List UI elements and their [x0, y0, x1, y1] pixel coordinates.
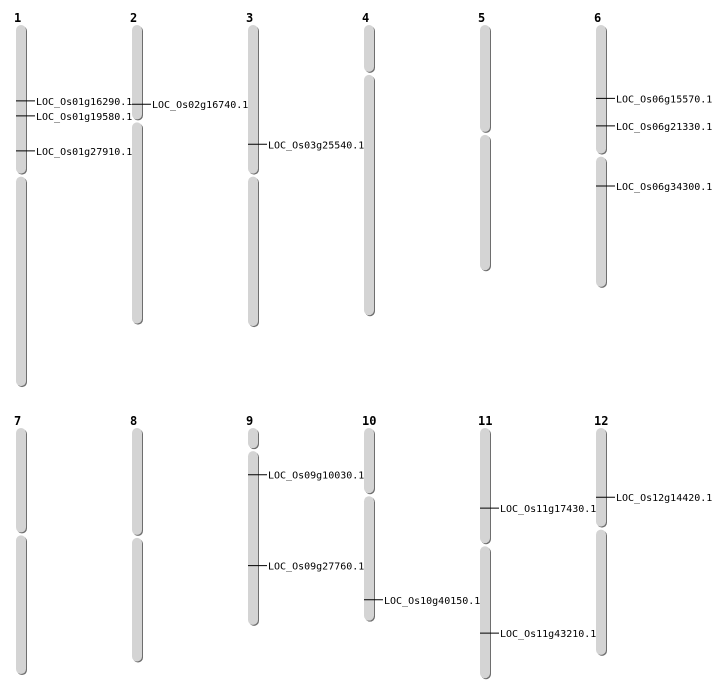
q-arm — [16, 535, 26, 675]
q-arm — [480, 546, 490, 679]
p-arm — [16, 25, 26, 174]
q-arm — [364, 74, 374, 316]
chromosome-label: 12 — [594, 414, 608, 428]
gene-label: LOC_Os06g15570.1 — [616, 94, 712, 105]
gene-label: LOC_Os06g21330.1 — [616, 122, 712, 133]
chromosome-label: 3 — [246, 11, 253, 25]
p-arm — [248, 25, 258, 174]
p-arm — [364, 25, 374, 72]
q-arm — [480, 134, 490, 271]
chromosome-label: 10 — [362, 414, 376, 428]
chromosome-4: 4 — [362, 11, 375, 317]
gene-label: LOC_Os03g25540.1 — [268, 140, 364, 151]
chromosome-label: 11 — [478, 414, 492, 428]
chromosome-label: 7 — [14, 414, 21, 428]
p-arm — [16, 428, 26, 533]
gene-label: LOC_Os09g10030.1 — [268, 471, 364, 482]
p-arm — [596, 25, 606, 154]
chromosome-label: 9 — [246, 414, 253, 428]
gene-label: LOC_Os11g43210.1 — [500, 629, 596, 640]
gene-label: LOC_Os01g16290.1 — [36, 97, 132, 108]
p-arm — [364, 428, 374, 494]
chromosome-7: 7 — [14, 414, 27, 676]
chromosome-label: 8 — [130, 414, 137, 428]
chromosome-6: 6LOC_Os06g15570.1LOC_Os06g21330.1LOC_Os0… — [594, 11, 712, 288]
gene-label: LOC_Os06g34300.1 — [616, 182, 712, 193]
chromosome-label: 5 — [478, 11, 485, 25]
q-arm — [16, 176, 26, 387]
chromosome-label: 1 — [14, 11, 21, 25]
p-arm — [248, 428, 258, 449]
p-arm — [480, 25, 490, 132]
p-arm — [132, 25, 142, 120]
gene-label: LOC_Os09g27760.1 — [268, 562, 364, 573]
q-arm — [132, 122, 142, 324]
chromosome-8: 8 — [130, 414, 143, 663]
chromosome-5: 5 — [478, 11, 491, 272]
p-arm — [596, 428, 606, 527]
p-arm — [480, 428, 490, 544]
gene-label: LOC_Os01g19580.1 — [36, 112, 132, 123]
gene-label: LOC_Os12g14420.1 — [616, 493, 712, 504]
q-arm — [132, 537, 142, 662]
q-arm — [596, 156, 606, 287]
p-arm — [132, 428, 142, 535]
q-arm — [248, 451, 258, 625]
chromosome-label: 2 — [130, 11, 137, 25]
gene-label: LOC_Os02g16740.1 — [152, 100, 248, 111]
chromosome-label: 6 — [594, 11, 601, 25]
chromosome-label: 4 — [362, 11, 369, 25]
q-arm — [248, 176, 258, 327]
gene-label: LOC_Os11g17430.1 — [500, 504, 596, 515]
gene-label: LOC_Os01g27910.1 — [36, 147, 132, 158]
q-arm — [596, 529, 606, 655]
chromosome-1: 1LOC_Os01g16290.1LOC_Os01g19580.1LOC_Os0… — [14, 11, 132, 388]
q-arm — [364, 496, 374, 621]
gene-label: LOC_Os10g40150.1 — [384, 596, 480, 607]
